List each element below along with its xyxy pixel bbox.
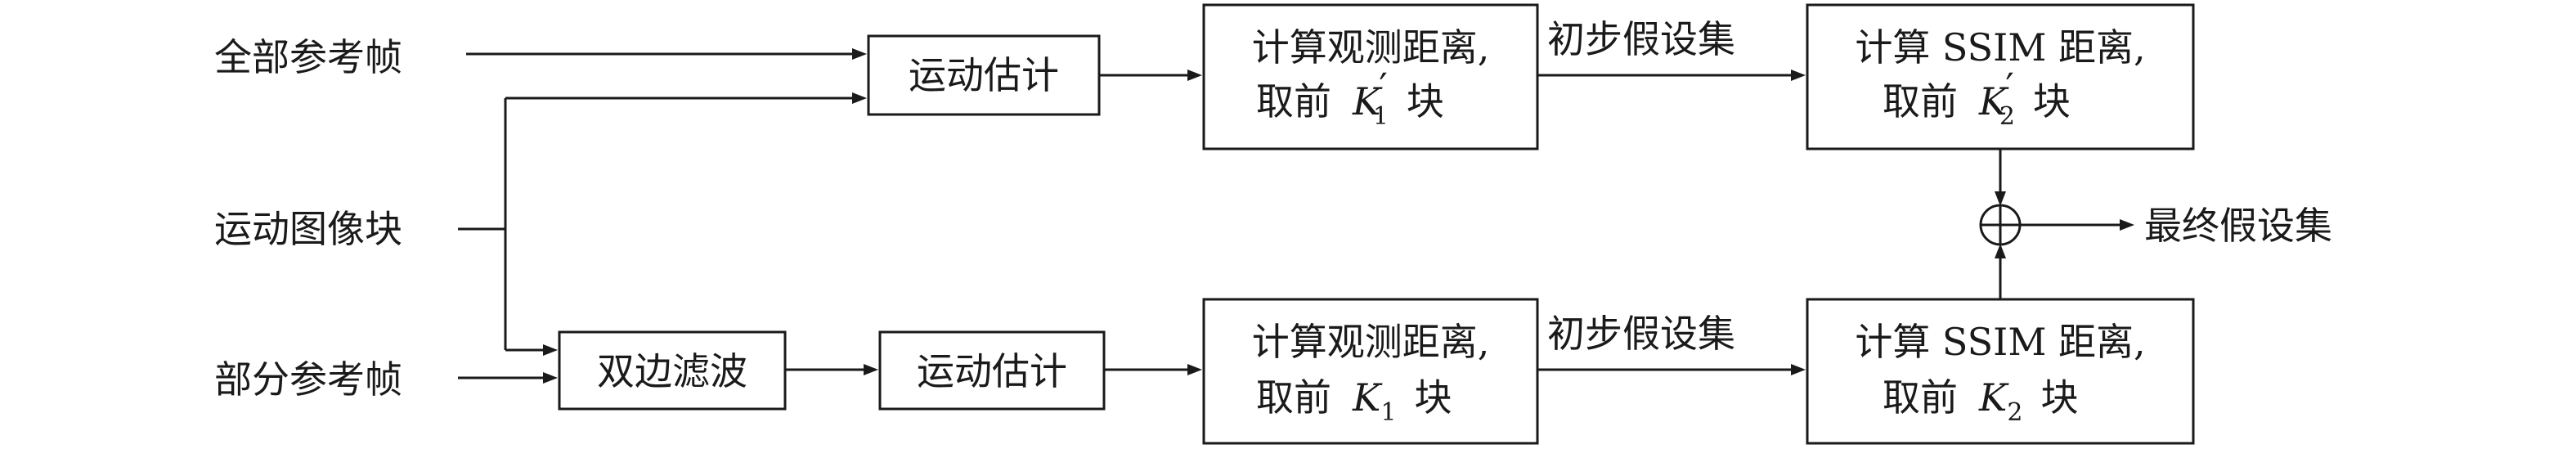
- arrowhead: [543, 372, 558, 384]
- ssim-bottom-prefix: 取前: [1883, 375, 1958, 420]
- obs-top-prefix: 取前: [1256, 79, 1331, 123]
- ssim-bottom-suffix: 块: [2040, 375, 2078, 420]
- obs-bottom-suffix: 块: [1414, 375, 1452, 420]
- edge-label-initial-hypothesis-bottom: 初步假设集: [1547, 312, 1735, 356]
- box-motion-estimation-top: 运动估计: [867, 34, 1101, 116]
- box-motion-estimation-bottom-label: 运动估计: [917, 349, 1067, 393]
- obs-bottom-sub: 1: [1380, 398, 1396, 427]
- edge-label-initial-hypothesis-top: 初步假设集: [1547, 17, 1735, 61]
- arrowhead: [1791, 364, 1806, 375]
- ssim-top-prefix: 取前: [1883, 79, 1958, 123]
- arrowhead: [2120, 219, 2134, 231]
- obs-bottom-prefix: 取前: [1256, 375, 1331, 420]
- arrowhead: [852, 92, 867, 104]
- obs-bottom-var: K: [1352, 375, 1383, 420]
- ssim-top-prime: ′: [2005, 65, 2013, 109]
- obs-top-sub: 1: [1373, 102, 1389, 131]
- output-final-hypothesis: 最终假设集: [2144, 204, 2332, 248]
- obs-top-line1: 计算观测距离,: [1252, 25, 1490, 70]
- circled-plus-icon: [1979, 204, 2022, 246]
- arrowhead: [543, 344, 558, 356]
- arrowhead: [1791, 70, 1806, 81]
- arrowhead: [852, 48, 867, 60]
- obs-top-suffix: 块: [1407, 79, 1444, 123]
- ssim-top-sub: 2: [1999, 102, 2015, 131]
- input-all-ref-frames: 全部参考帧: [214, 35, 402, 79]
- ssim-bottom-var: K: [1978, 375, 2009, 420]
- arrowhead: [1995, 244, 2006, 258]
- box-motion-estimation-top-label: 运动估计: [909, 53, 1059, 97]
- arrowhead: [1187, 364, 1202, 375]
- obs-top-prime: ′: [1379, 65, 1387, 109]
- ssim-top-line1: 计算 SSIM 距离,: [1855, 25, 2145, 70]
- box-motion-estimation-bottom: 运动估计: [878, 330, 1106, 411]
- ssim-bottom-line1: 计算 SSIM 距离,: [1855, 320, 2145, 364]
- ssim-top-suffix: 块: [2033, 79, 2071, 123]
- box-bilateral-filter: 双边滤波: [558, 330, 787, 411]
- ssim-top-var: K: [1978, 79, 2009, 123]
- arrowhead: [1995, 191, 2006, 206]
- arrowhead: [864, 364, 878, 375]
- input-motion-block: 运动图像块: [214, 207, 402, 251]
- arrowhead: [1187, 70, 1202, 81]
- obs-top-var: K: [1352, 79, 1383, 123]
- input-partial-ref-frames: 部分参考帧: [214, 357, 402, 402]
- box-bilateral-filter-label: 双边滤波: [597, 349, 747, 393]
- ssim-bottom-sub: 2: [2007, 398, 2022, 427]
- obs-bottom-line1: 计算观测距离,: [1252, 320, 1490, 364]
